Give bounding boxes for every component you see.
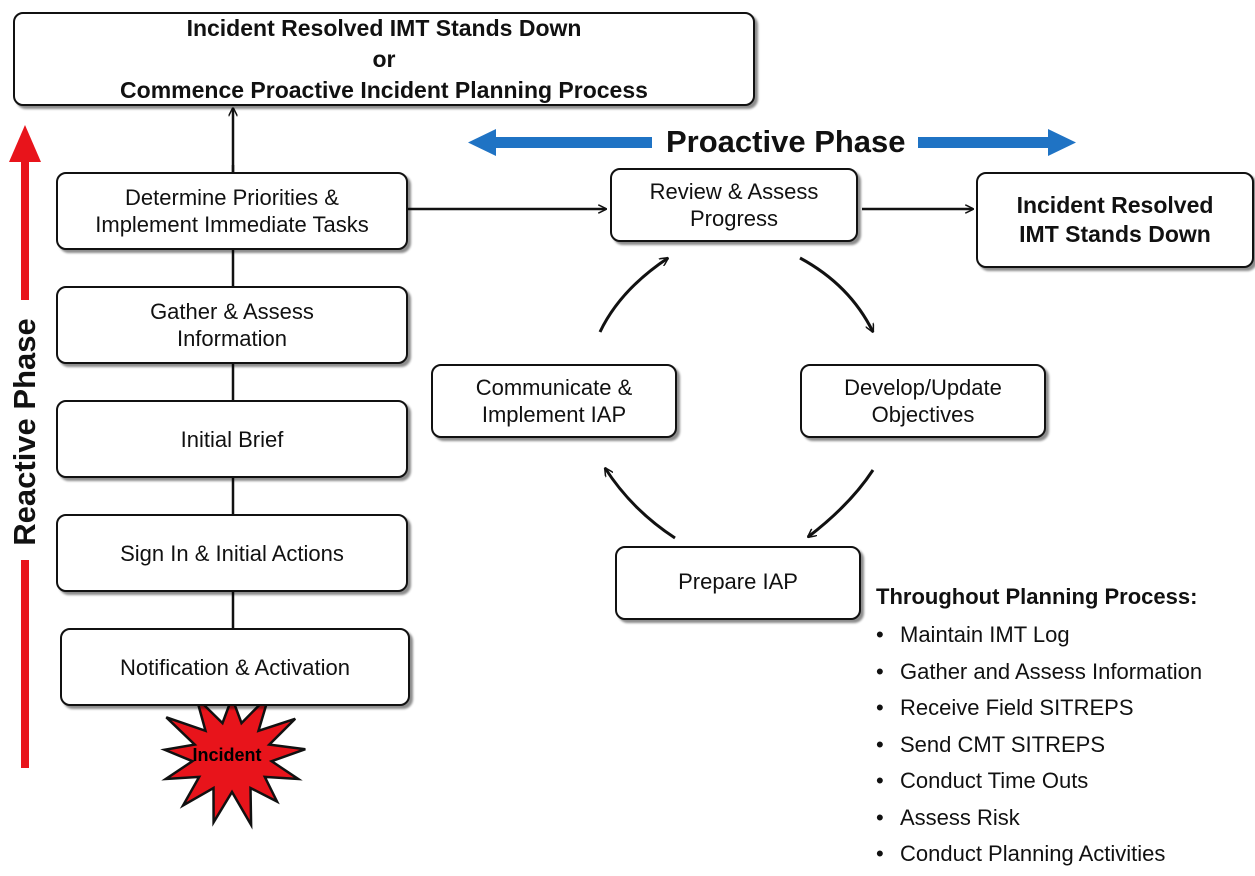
top-outcome-line1: Incident Resolved IMT Stands Down xyxy=(186,14,582,41)
list-item: • Assess Risk xyxy=(876,803,1202,840)
list-item-text: Gather and Assess Information xyxy=(900,658,1203,684)
initial-brief-box: Initial Brief xyxy=(56,400,408,478)
list-item: • Receive Field SITREPS xyxy=(876,693,1202,730)
determine-priorities-box: Determine Priorities & Implement Immedia… xyxy=(56,172,408,250)
cycle-arrow-communicate-to-review xyxy=(598,258,668,333)
cycle-arrow-review-to-develop xyxy=(799,256,875,332)
incident-resolved-box: Incident Resolved IMT Stands Down xyxy=(976,172,1254,268)
sign-in-box: Sign In & Initial Actions xyxy=(56,514,408,592)
list-item: • Conduct Time Outs xyxy=(876,766,1202,803)
proactive-right-arrow xyxy=(918,129,1076,156)
bullet-icon: • xyxy=(876,841,884,866)
proactive-phase-label: Proactive Phase xyxy=(662,124,910,160)
bullet-icon: • xyxy=(876,768,884,793)
list-item: • Conduct Planning Activities xyxy=(876,839,1202,876)
top-outcome-line2: or xyxy=(372,45,396,72)
communicate-iap-box: Communicate & Implement IAP xyxy=(431,364,677,438)
bullet-icon: • xyxy=(876,695,884,720)
develop-objectives-box: Develop/Update Objectives xyxy=(800,364,1046,438)
top-outcome-box: Incident Resolved IMT Stands Down or Com… xyxy=(13,12,755,106)
reactive-up-arrow xyxy=(9,125,41,768)
list-item: • Send CMT SITREPS xyxy=(876,730,1202,767)
list-item-text: Conduct Planning Activities xyxy=(900,841,1166,866)
bullet-icon: • xyxy=(876,622,884,647)
throughout-list: • Maintain IMT Log • Gather and Assess Inf… xyxy=(876,620,1202,876)
throughout-title: Throughout Planning Process: xyxy=(876,584,1198,609)
list-item-text: Conduct Time Outs xyxy=(900,768,1089,793)
review-assess-box: Review & Assess Progress xyxy=(610,168,858,242)
list-item-text: Receive Field SITREPS xyxy=(900,695,1134,720)
list-item-text: Maintain IMT Log xyxy=(900,622,1070,647)
bullet-icon: • xyxy=(876,804,884,830)
top-outcome-line3: Commence Proactive Incident Planning Pro… xyxy=(120,76,648,103)
gather-assess-box: Gather & Assess Information xyxy=(56,286,408,364)
notification-box: Notification & Activation xyxy=(60,628,410,706)
proactive-left-arrow xyxy=(468,129,652,156)
prepare-iap-box: Prepare IAP xyxy=(615,546,861,620)
list-item: • Gather and Assess Information xyxy=(876,657,1202,694)
cycle-arrow-develop-to-prepare xyxy=(808,469,875,537)
bullet-icon: • xyxy=(876,658,884,684)
list-item-text: Send CMT SITREPS xyxy=(900,731,1105,757)
reactive-phase-label: Reactive Phase xyxy=(7,312,43,552)
cycle-arrow-prepare-to-communicate xyxy=(605,468,676,540)
bullet-icon: • xyxy=(876,731,884,757)
incident-label: Incident xyxy=(192,745,262,765)
incident-burst-icon xyxy=(160,693,306,830)
list-item-text: Assess Risk xyxy=(900,804,1020,830)
list-item: • Maintain IMT Log xyxy=(876,620,1202,657)
